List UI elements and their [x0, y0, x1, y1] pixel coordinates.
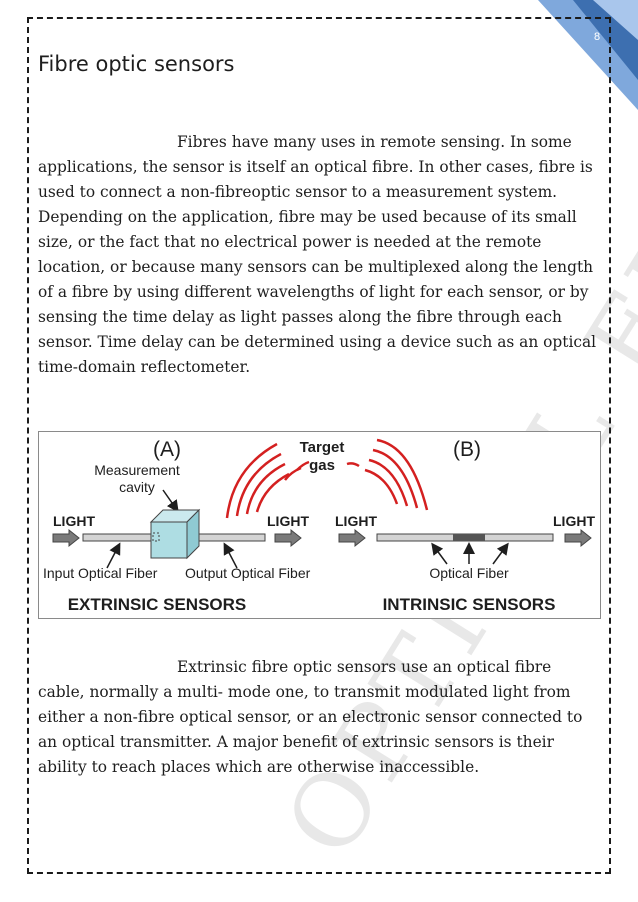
paragraph-extrinsic-sensors: Extrinsic fibre optic sensors use an opt…	[38, 658, 583, 776]
light-b-left: LIGHT	[335, 513, 377, 529]
panel-b-label: (B)	[453, 438, 481, 461]
output-fiber	[198, 533, 266, 542]
extrinsic-caption: EXTRINSIC SENSORS	[68, 595, 247, 614]
panel-a-label: (A)	[153, 438, 181, 461]
light-b-right: LIGHT	[553, 513, 595, 529]
page-border	[27, 17, 611, 874]
output-fiber-label: Output Optical Fiber	[185, 565, 311, 581]
sensor-diagram: (A) (B) Target gas Measurement cavity LI…	[38, 431, 601, 619]
light-a-left: LIGHT	[53, 513, 95, 529]
gas-label: gas	[309, 457, 335, 474]
input-fiber	[82, 533, 152, 542]
page-number: 8	[593, 31, 601, 43]
light-a-right: LIGHT	[267, 513, 309, 529]
page-title: Fibre optic sensors	[38, 52, 235, 76]
corner-decoration	[538, 0, 638, 110]
target-label: Target	[300, 439, 345, 456]
sensing-region	[453, 534, 485, 541]
cavity-label: cavity	[119, 479, 155, 495]
measurement-label: Measurement	[94, 462, 180, 478]
paragraph-remote-sensing: Fibres have many uses in remote sensing.…	[38, 133, 597, 376]
input-fiber-label: Input Optical Fiber	[43, 565, 158, 581]
waves-right	[346, 438, 429, 511]
intrinsic-caption: INTRINSIC SENSORS	[383, 595, 556, 614]
measurement-cube	[149, 508, 201, 560]
optical-fiber-label: Optical Fiber	[429, 565, 509, 581]
waves-left	[225, 442, 310, 519]
